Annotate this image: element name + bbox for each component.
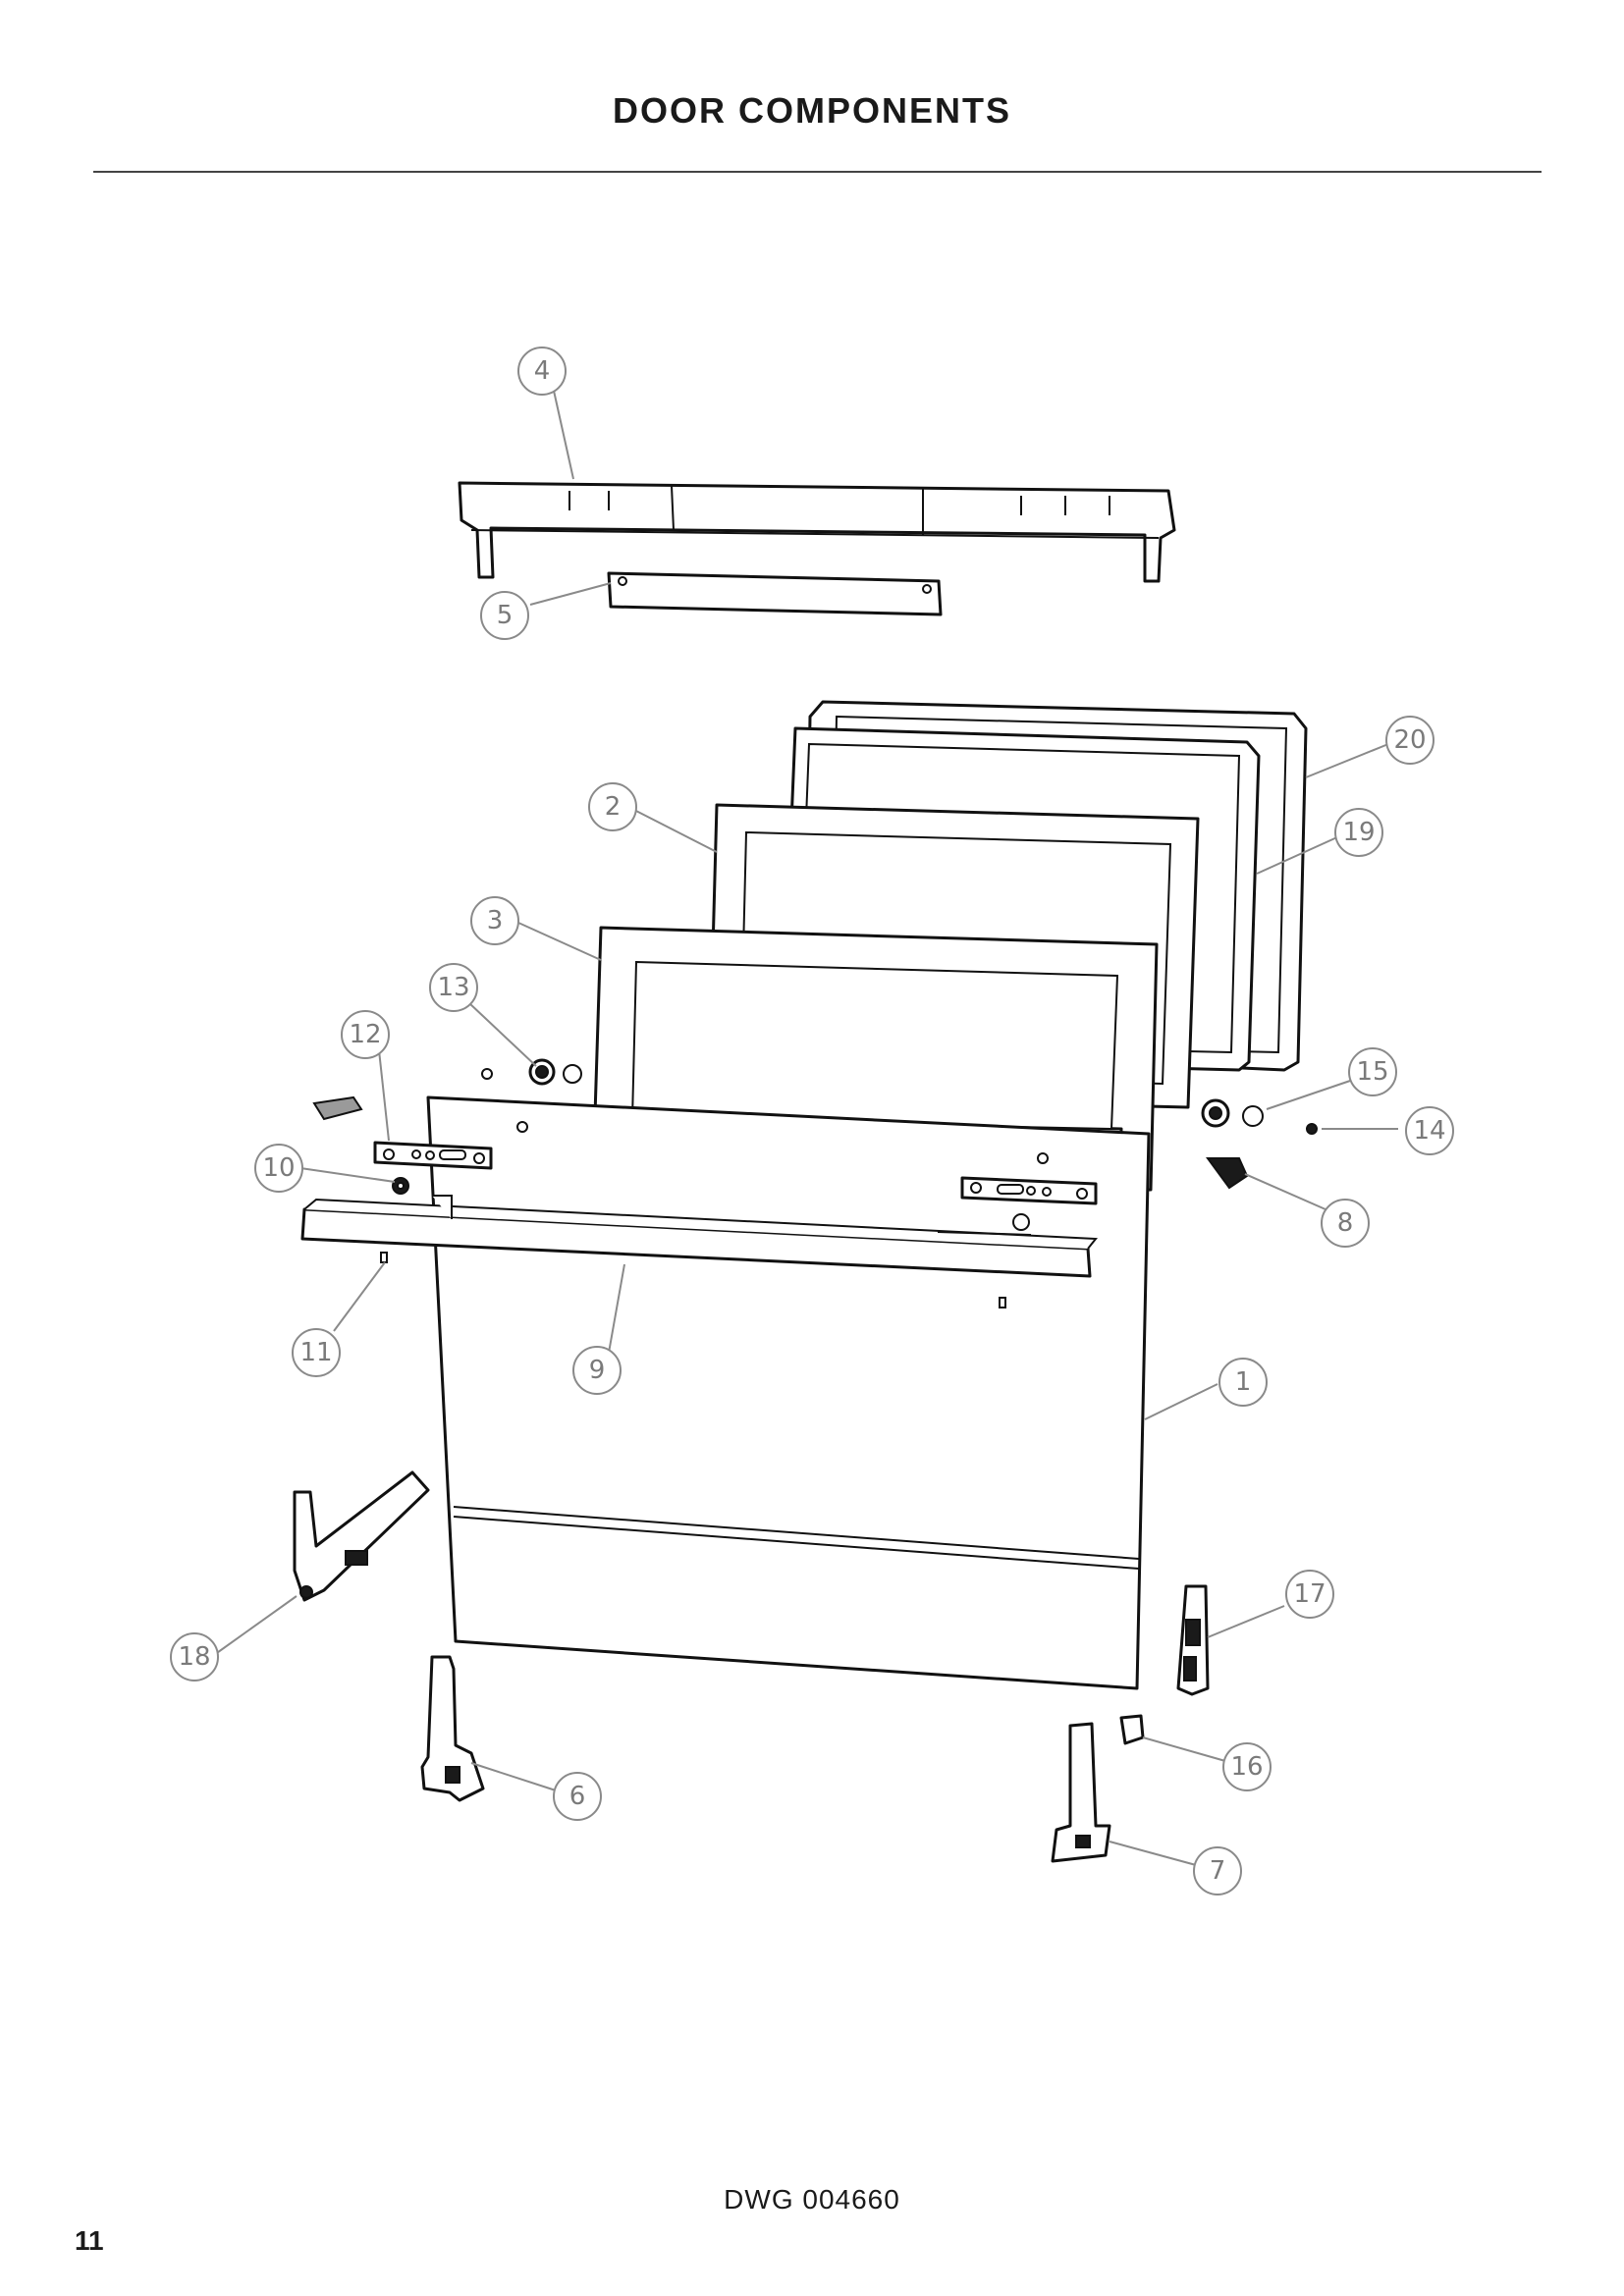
callout-9: 9 (572, 1346, 622, 1395)
svg-text:1: 1 (1235, 1367, 1252, 1397)
part-10-screw (392, 1177, 409, 1195)
title-rule (93, 171, 1542, 173)
svg-text:15: 15 (1356, 1057, 1388, 1087)
leader-lines (213, 390, 1398, 1866)
part-12-bracket (312, 1095, 493, 1170)
right-bracket (960, 1176, 1098, 1205)
svg-text:5: 5 (497, 601, 514, 630)
callout-5: 5 (480, 591, 529, 640)
part-6-hinge-base-left (420, 1655, 485, 1802)
part-5-trim-bar (607, 571, 943, 616)
callout-13: 13 (429, 963, 478, 1012)
part-7-hinge-base-right (1051, 1722, 1111, 1863)
part-16-cap (1119, 1714, 1145, 1745)
part-3-liner-panel (593, 926, 1159, 1192)
svg-text:14: 14 (1413, 1116, 1445, 1146)
part-15-latch (1201, 1098, 1318, 1135)
page-title: DOOR COMPONENTS (612, 90, 1011, 131)
svg-text:12: 12 (349, 1020, 381, 1049)
svg-text:16: 16 (1230, 1752, 1263, 1782)
callout-15: 15 (1348, 1047, 1397, 1096)
callout-17: 17 (1285, 1570, 1334, 1619)
callout-3: 3 (470, 896, 519, 945)
svg-text:20: 20 (1393, 725, 1426, 755)
callout-19: 19 (1334, 808, 1383, 857)
callout-7: 7 (1193, 1846, 1242, 1896)
callout-16: 16 (1222, 1742, 1272, 1791)
part-18-hinge-left (293, 1470, 430, 1602)
svg-text:8: 8 (1337, 1208, 1354, 1238)
callout-2: 2 (588, 782, 637, 831)
svg-text:19: 19 (1342, 818, 1375, 847)
svg-text:2: 2 (605, 792, 622, 822)
callout-20: 20 (1385, 716, 1435, 765)
callout-8: 8 (1321, 1199, 1370, 1248)
callout-1: 1 (1218, 1358, 1268, 1407)
svg-text:10: 10 (262, 1153, 295, 1183)
svg-text:17: 17 (1293, 1579, 1326, 1609)
part-9-handle (300, 1195, 1099, 1278)
callout-4: 4 (517, 347, 567, 396)
svg-text:3: 3 (487, 906, 504, 935)
callout-10: 10 (254, 1144, 303, 1193)
svg-text:6: 6 (569, 1782, 586, 1811)
callout-14: 14 (1405, 1106, 1454, 1155)
svg-text:9: 9 (589, 1356, 606, 1385)
part-13-latch (481, 1058, 582, 1086)
svg-text:18: 18 (178, 1642, 210, 1672)
part-17-hinge-right (1176, 1584, 1210, 1696)
callout-12: 12 (341, 1010, 390, 1059)
page-number: 11 (75, 2225, 104, 2256)
svg-text:13: 13 (437, 973, 469, 1002)
callout-11: 11 (292, 1328, 341, 1377)
drawing-number: DWG 004660 (724, 2184, 900, 2215)
part-4-top-trim (458, 481, 1176, 583)
callout-6: 6 (553, 1772, 602, 1821)
svg-text:4: 4 (534, 356, 551, 386)
svg-text:11: 11 (299, 1338, 332, 1367)
callout-18: 18 (170, 1632, 219, 1682)
part-8-wedge (1206, 1157, 1249, 1190)
svg-text:7: 7 (1210, 1856, 1226, 1886)
